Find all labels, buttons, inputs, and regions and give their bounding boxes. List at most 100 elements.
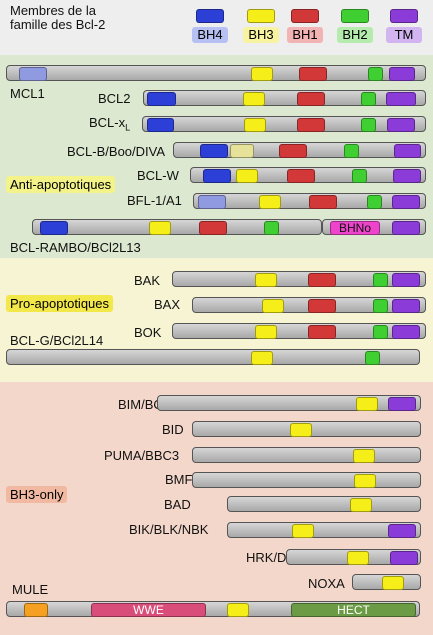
domain-bh2: [361, 92, 376, 106]
protein-bar-bclrambo: [32, 219, 322, 235]
domain-tm: [392, 221, 420, 235]
domain-bh4: [147, 92, 176, 106]
protein-label-bcl2: BCL2: [98, 91, 131, 106]
domain-bh4: [203, 169, 231, 183]
protein-bar-bfl1: [193, 193, 426, 209]
domain-bh3: [251, 351, 273, 365]
domain-tm: [388, 524, 416, 538]
domain-bh2: [373, 325, 388, 339]
domain-bh2: [365, 351, 380, 365]
protein-bar-bok: [172, 323, 426, 339]
legend-label-bh2: BH2: [337, 27, 373, 43]
domain-bh3: [259, 195, 281, 209]
protein-bar-noxa: [352, 574, 421, 590]
domain-bh1: [308, 299, 336, 313]
domain-bh1: [297, 118, 325, 132]
domain-tm: [392, 325, 420, 339]
domain-tm: [392, 273, 420, 287]
protein-bar-puma: [192, 447, 421, 463]
domain-bh3: [290, 423, 312, 437]
domain-bh3: [356, 397, 378, 411]
domain-bh1: [299, 67, 327, 81]
protein-bar-bid: [192, 421, 421, 437]
protein-label-bclw: BCL-W: [137, 168, 179, 183]
protein-bar-mule: WWE HECT: [6, 601, 420, 617]
domain-bh1: [308, 325, 336, 339]
protein-bar-bclg: [6, 349, 420, 365]
legend-label-bh3: BH3: [243, 27, 279, 43]
protein-bar-bak: [172, 271, 426, 287]
protein-label-bclrambo: BCL-RAMBO/BCl2L13: [10, 240, 141, 255]
domain-bh1: [308, 273, 336, 287]
protein-label-bmf: BMF: [165, 472, 193, 487]
domain-tm: [393, 169, 421, 183]
domain-tm: [392, 195, 420, 209]
protein-label-bok: BOK: [134, 325, 162, 340]
protein-bar-bim: [157, 395, 421, 411]
domain-bh2: [373, 273, 388, 287]
domain-bh4-faded: [19, 67, 47, 81]
protein-label-bclb: BCL-B/Boo/DIVA: [67, 144, 166, 159]
domain-bh1: [199, 221, 227, 235]
protein-label-puma: PUMA/BBC3: [104, 448, 180, 463]
protein-bar-bik: [227, 522, 421, 538]
protein-label-mcl1: MCL1: [10, 86, 45, 101]
domain-bh1: [309, 195, 337, 209]
protein-label-bid: BID: [162, 422, 184, 437]
protein-label-bfl1: BFL-1/A1: [127, 193, 182, 208]
protein-bar-mcl1: [6, 65, 426, 81]
legend-label-bh1: BH1: [287, 27, 323, 43]
domain-tm: [390, 551, 418, 565]
legend-swatch-bh3: [247, 9, 275, 23]
legend-swatch-bh4: [196, 9, 224, 23]
domain-tm: [387, 118, 415, 132]
domain-bh1: [279, 144, 307, 158]
legend-label-bh4: BH4: [192, 27, 228, 43]
domain-bh4: [200, 144, 228, 158]
domain-bh3: [350, 498, 372, 512]
domain-bh2: [264, 221, 279, 235]
domain-bh2: [373, 299, 388, 313]
domain-bh3: [227, 603, 249, 617]
domain-bh3: [251, 67, 273, 81]
domain-bh2: [352, 169, 367, 183]
domain-bh3: [244, 118, 266, 132]
legend-swatch-bh1: [291, 9, 319, 23]
protein-label-bad: BAD: [164, 497, 191, 512]
domain-bh3: [255, 273, 277, 287]
legend-label-tm: TM: [386, 27, 422, 43]
domain-bh4-faded: [198, 195, 226, 209]
protein-bar-bcl2: [143, 90, 426, 106]
protein-label-bclg: BCL-G/BCl2L14: [10, 333, 104, 348]
domain-bh3: [382, 576, 404, 590]
domain-bh2: [368, 67, 383, 81]
domain-wwe: WWE: [91, 603, 206, 617]
domain-orange: [24, 603, 48, 617]
domain-bh2: [361, 118, 376, 132]
protein-label-bclxl: BCL-xL: [89, 115, 131, 133]
protein-bar-bmf: [192, 472, 421, 488]
domain-tm: [389, 67, 415, 81]
legend-swatch-bh2: [341, 9, 369, 23]
protein-label-noxa: NOXA: [308, 576, 345, 591]
protein-label-bik: BIK/BLK/NBK: [129, 522, 209, 537]
group-label-bh3only: BH3-only: [6, 486, 68, 503]
domain-bh3: [243, 92, 265, 106]
domain-bh3: [354, 474, 376, 488]
domain-hect: HECT: [291, 603, 416, 617]
protein-bar-bclb: [173, 142, 426, 158]
domain-bh2: [344, 144, 359, 158]
domain-bh3: [353, 449, 375, 463]
protein-bar-hrk: [286, 549, 421, 565]
domain-tm: [386, 92, 416, 106]
domain-bh2: [367, 195, 382, 209]
domain-bh3-faded: [230, 144, 254, 158]
domain-tm: [388, 397, 416, 411]
domain-bh1: [297, 92, 325, 106]
domain-bh3: [149, 221, 171, 235]
domain-tm: [394, 144, 421, 158]
protein-bar-bax: [192, 297, 426, 313]
protein-bar-bclw: [190, 167, 426, 183]
protein-label-mule: MULE: [12, 582, 49, 597]
group-label-anti: Anti-apoptotiques: [6, 176, 116, 193]
